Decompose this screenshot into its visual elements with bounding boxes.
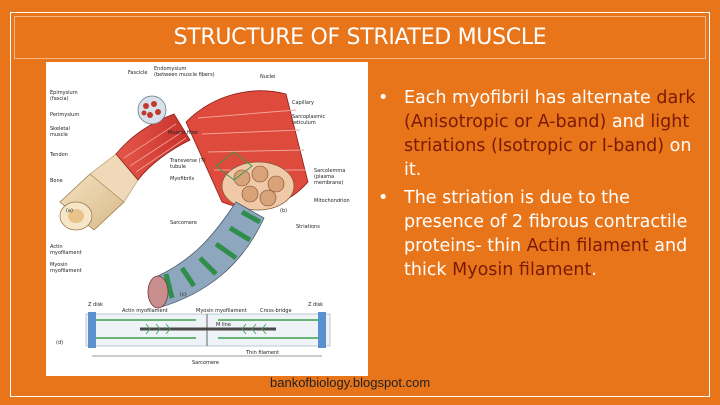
label-sarcolemma-2: (plasma (314, 174, 334, 180)
label-panel-a: (a) (66, 208, 73, 214)
bullet-list: • Each myofibril has alternate dark (Ani… (378, 86, 700, 286)
muscle-structure-figure: Fascicle Endomysium (between muscle fibe… (46, 62, 368, 376)
bullet-2-highlight-myosin: Myosin filament (452, 260, 592, 280)
muscle-fiber-shape (185, 90, 309, 211)
label-sarcoplasmic-2: reticulum (292, 120, 316, 126)
label-sarcoplasmic: Sarcoplasmic (292, 114, 325, 120)
label-epimysium-sub: (fascia) (50, 96, 69, 102)
bullet-1-text-3: on it. (404, 136, 692, 180)
label-panel-b: (b) (280, 208, 287, 214)
bullet-2-text-2: and thick (404, 236, 688, 280)
label-skeletal-muscle: Skeletal (50, 126, 70, 132)
slide-border (10, 12, 710, 397)
credit-text[interactable]: bankofbiology.blogspot.com (270, 375, 431, 390)
figure-labels: Fascicle Endomysium (between muscle fibe… (49, 66, 350, 366)
bullet-item: • The striation is due to the presence o… (378, 186, 700, 282)
label-myosin-myofilament: Myosin myofilament (196, 308, 247, 314)
label-skeletal-muscle-2: muscle (50, 132, 68, 138)
label-capillary: Capillary (292, 100, 314, 106)
sarcomere-shape (85, 312, 331, 357)
label-myosin-2: myofilament (50, 268, 82, 274)
label-epimysium: Epimysium (50, 90, 78, 96)
label-transverse: Transverse (T) (169, 158, 206, 164)
label-endomysium: Endomysium (154, 66, 187, 72)
label-z-disk-left: Z disk (88, 302, 103, 308)
label-endomysium-sub: (between muscle fibers) (154, 72, 215, 78)
label-actin-2: myofilament (50, 250, 82, 256)
label-sarcomere-bottom: Sarcomere (192, 360, 219, 366)
label-sarcolemma-3: membrane) (314, 180, 343, 186)
bullet-dot-icon: • (378, 88, 389, 108)
skeletal-muscle-shape (115, 113, 191, 181)
label-muscle-fiber: Muscle fiber (168, 130, 199, 136)
label-nuclei: Nuclei (260, 74, 276, 80)
slide-title: STRUCTURE OF STRIATED MUSCLE (173, 25, 547, 50)
label-tendon: Tendon (49, 152, 68, 158)
label-actin: Actin (50, 244, 63, 250)
muscle-diagram-svg: Fascicle Endomysium (between muscle fibe… (49, 66, 350, 366)
bullet-1-text-1: Each myofibril has alternate (404, 88, 657, 108)
label-panel-d: (d) (56, 340, 63, 346)
label-thin-filament: Thin filament (245, 350, 279, 356)
label-m-line: M line (216, 322, 231, 328)
label-sarcomere: Sarcomere (170, 220, 197, 226)
bullet-dot-icon: • (378, 188, 389, 208)
bullet-1-highlight-i-band: light striations (Isotropic or I-band) (404, 112, 690, 156)
bullet-item: • Each myofibril has alternate dark (Ani… (378, 86, 700, 182)
label-striations: Striations (296, 224, 320, 230)
bullet-2-text-1: The striation is due to the presence of … (404, 188, 688, 256)
bullet-2-text-3: . (591, 260, 597, 280)
label-panel-c: (c) (180, 292, 187, 298)
bullet-2-highlight-actin: Actin filament (526, 236, 649, 256)
bullet-1-highlight-a-band: dark (Anisotropic or A-band) (404, 88, 696, 132)
label-actin-myofilament: Actin myofilament (122, 308, 168, 314)
label-transverse-2: tubule (170, 164, 186, 170)
label-mitochondrion: Mitochondrion (314, 198, 350, 204)
bullet-1-text-2: and (606, 112, 651, 132)
title-bar: STRUCTURE OF STRIATED MUSCLE (14, 16, 706, 59)
label-z-disk-right: Z disk (308, 302, 323, 308)
label-cross-bridge: Cross-bridge (260, 308, 292, 314)
label-perimysium: Perimysium (50, 112, 79, 118)
label-myosin: Myosin (50, 262, 68, 268)
label-bone: Bone (50, 178, 63, 184)
text-panel: • Each myofibril has alternate dark (Ani… (368, 72, 706, 366)
label-fascicle: Fascicle (128, 70, 147, 76)
myofibril-striations-shape (147, 201, 265, 309)
fascicle-shape (137, 95, 167, 125)
label-myofibrils: Myofibrils (170, 176, 194, 182)
label-sarcolemma: Sarcolemma (314, 168, 345, 174)
